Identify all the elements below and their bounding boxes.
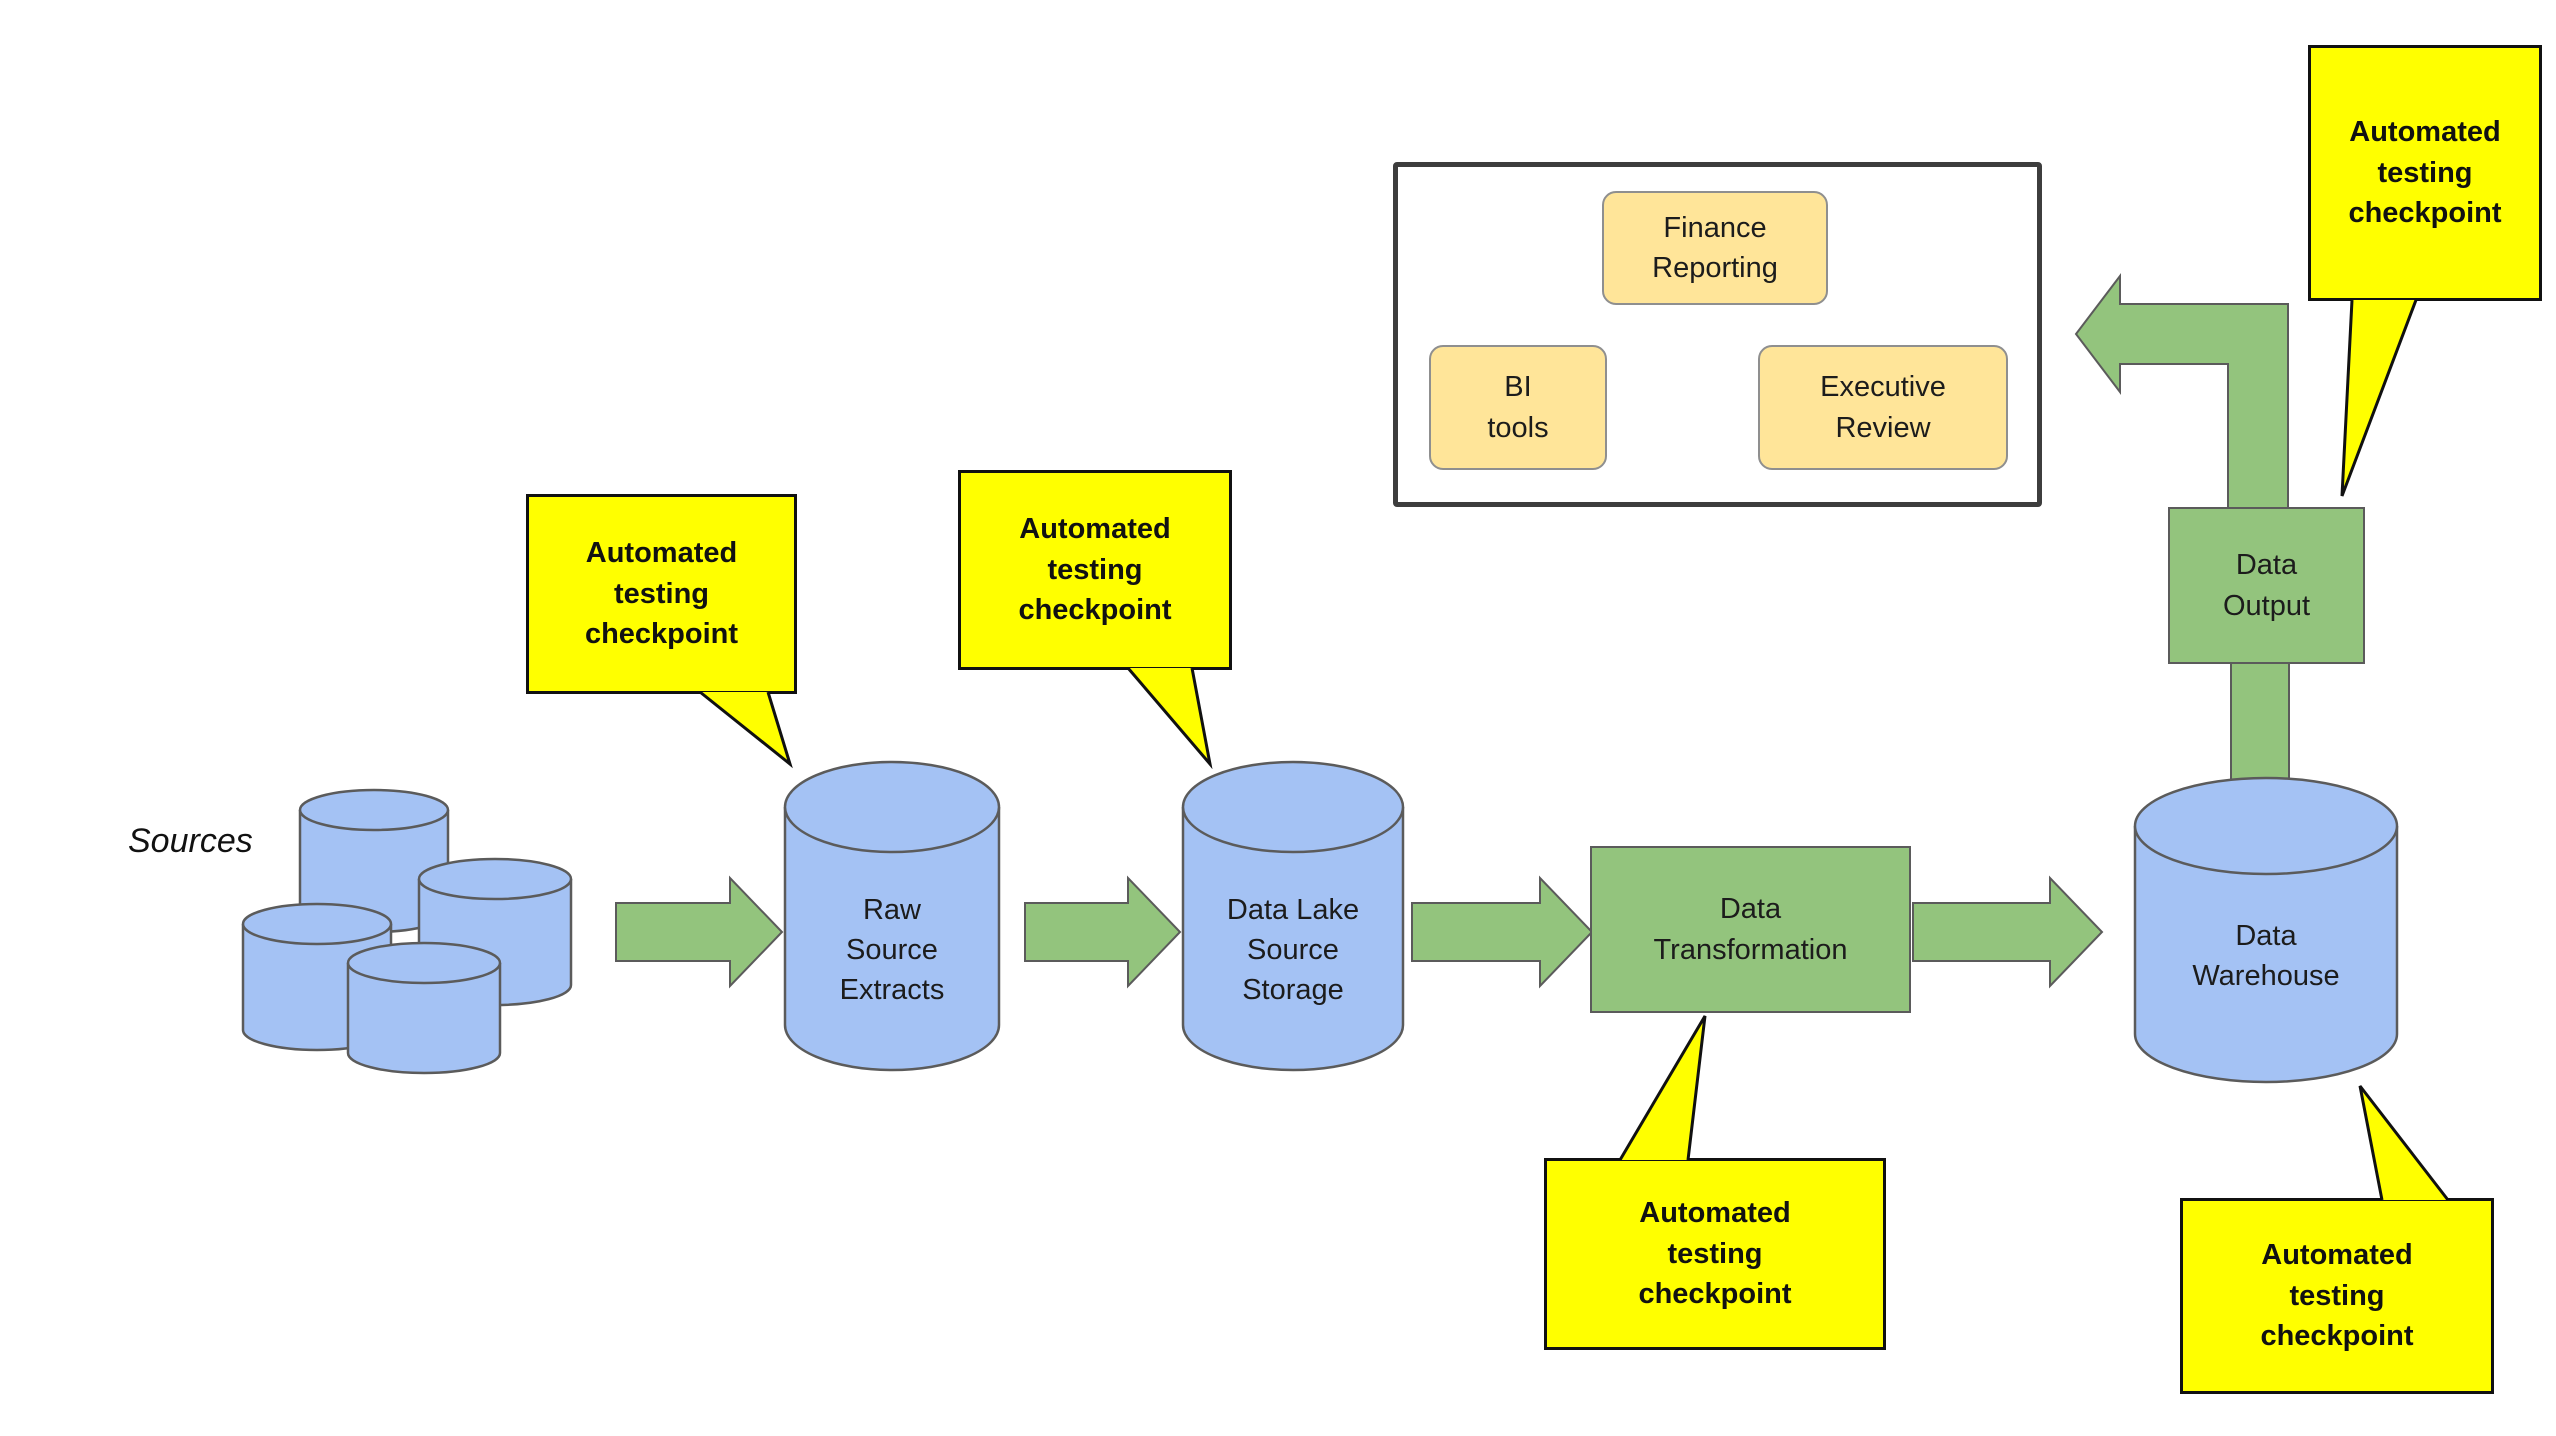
data-warehouse-cylinder bbox=[2133, 776, 2399, 1084]
arrow-lake-to-transformation bbox=[1411, 875, 1594, 989]
executive-review-node: Executive Review bbox=[1758, 345, 2008, 470]
callout-data-output-tail bbox=[2340, 299, 2418, 497]
sources-label: Sources bbox=[128, 822, 253, 860]
bi-tools-node: BI tools bbox=[1429, 345, 1607, 470]
callout-transformation-tail bbox=[1618, 1015, 1707, 1161]
arrow-sources-to-raw bbox=[615, 875, 784, 989]
data-transformation-node: Data Transformation bbox=[1590, 846, 1911, 1013]
callout-warehouse-checkpoint: Automated testing checkpoint bbox=[2180, 1198, 2494, 1394]
raw-source-extracts-label: Raw Source Extracts bbox=[839, 894, 945, 1007]
raw-source-extracts-cylinder bbox=[783, 760, 1001, 1072]
finance-reporting-node: Finance Reporting bbox=[1602, 191, 1828, 305]
callout-raw-source-checkpoint: Automated testing checkpoint bbox=[526, 494, 797, 694]
arrow-raw-to-lake bbox=[1024, 875, 1182, 989]
callout-data-lake-checkpoint: Automated testing checkpoint bbox=[958, 470, 1232, 670]
callout-warehouse-tail bbox=[2358, 1085, 2450, 1201]
source-cylinder-4 bbox=[346, 941, 502, 1075]
arrow-transformation-to-warehouse bbox=[1912, 875, 2104, 989]
data-output-node: Data Output bbox=[2168, 507, 2365, 664]
callout-transformation-checkpoint: Automated testing checkpoint bbox=[1544, 1158, 1886, 1350]
arrow-output-to-bi bbox=[2074, 273, 2289, 521]
data-lake-cylinder bbox=[1181, 760, 1405, 1072]
data-warehouse-label: Data Warehouse bbox=[2192, 920, 2340, 993]
data-lake-label: Data Lake Source Storage bbox=[1226, 894, 1360, 1007]
callout-data-output-checkpoint: Automated testing checkpoint bbox=[2308, 45, 2542, 301]
callout-raw-source-tail bbox=[699, 690, 793, 769]
callout-data-lake-tail bbox=[1126, 667, 1213, 769]
